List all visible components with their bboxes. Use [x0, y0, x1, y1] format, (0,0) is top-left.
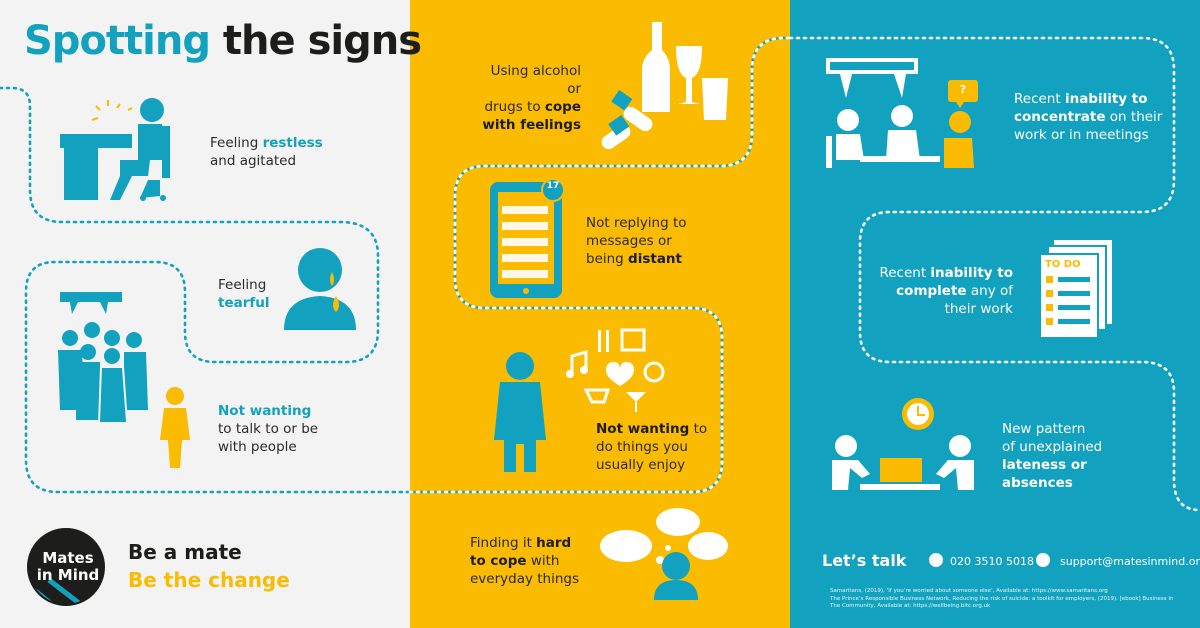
sign-enjoy: Not wanting to do things you usually enj…	[596, 420, 707, 474]
complete-line2b: any of	[966, 283, 1013, 299]
right-panel	[790, 0, 1200, 628]
restless-post: and agitated	[210, 153, 297, 169]
concentrate-line2b: on their	[1105, 109, 1163, 125]
tagline-2: Be the change	[128, 568, 290, 592]
cope-line1b: hard	[536, 535, 572, 551]
alcohol-line2b: cope	[544, 99, 581, 115]
lonely-person-icon	[160, 387, 190, 468]
replying-line3b: distant	[628, 251, 683, 267]
bottle-glasses-icon	[642, 22, 728, 120]
replying-line3a: being	[586, 251, 629, 267]
crowd-icon	[58, 292, 148, 425]
sign-tearful: Feeling tearful	[218, 276, 270, 312]
enjoy-emph: Not wanting	[596, 421, 690, 437]
sign-lateness: New pattern of unexplained lateness or a…	[1002, 420, 1102, 492]
title-part-1: Spotting	[24, 18, 211, 64]
not-talk-line3: with people	[218, 439, 297, 455]
sign-complete: Recent inability to complete any of thei…	[876, 264, 1013, 318]
complete-line2a: complete	[896, 283, 967, 299]
complete-line1b: inability to	[930, 265, 1013, 281]
sign-cope: Finding it hard to cope with everyday th…	[470, 534, 579, 588]
lateness-line2: of unexplained	[1002, 439, 1103, 455]
tearful-emph: tearful	[218, 295, 270, 311]
question-badge: ?	[959, 83, 967, 96]
title-part-2: the signs	[222, 18, 422, 64]
reference-2: The Prince’s Responsible Business Networ…	[830, 596, 1174, 609]
page-title: Spotting the signs	[24, 18, 422, 64]
concentrate-line1a: Recent	[1014, 91, 1065, 107]
enjoy-line2: do things you	[596, 439, 688, 455]
replying-line2: messages or	[586, 233, 672, 249]
contact-email[interactable]: support@matesinmind.org	[1060, 555, 1200, 568]
sign-replying: Not replying to messages or being distan…	[586, 214, 687, 268]
complete-line1a: Recent	[879, 265, 931, 281]
contact-heading: Let’s talk	[822, 551, 907, 570]
enjoy-line1-post: to	[689, 421, 708, 437]
tearful-face-icon	[284, 248, 356, 330]
alcohol-line2a: drugs to	[484, 99, 545, 115]
mates-in-mind-logo: Mates in Mind	[27, 528, 105, 606]
lateness-line4: absences	[1002, 475, 1073, 491]
complete-line3: their work	[944, 301, 1013, 317]
lateness-line1: New pattern	[1002, 421, 1086, 437]
replying-line1: Not replying to	[586, 215, 687, 231]
meeting-icon	[826, 58, 978, 168]
sign-alcohol: Using alcohol or drugs to cope with feel…	[476, 62, 581, 134]
thought-clouds-icon	[600, 508, 728, 600]
reference-1: Samaritans, (2019), ‘If you’re worried a…	[830, 588, 1108, 594]
concentrate-line2a: concentrate	[1014, 109, 1106, 125]
restless-pre: Feeling	[210, 135, 263, 151]
enjoy-line3: usually enjoy	[596, 457, 686, 473]
alcohol-line1: Using alcohol or	[490, 63, 581, 97]
cope-line2b: with	[526, 553, 560, 569]
sign-concentrate: Recent inability to concentrate on their…	[1014, 90, 1162, 144]
tablet-messages-icon	[490, 178, 565, 298]
logo-stripes	[32, 578, 85, 604]
not-talk-emph: Not wanting	[218, 403, 312, 419]
standing-person-icon	[494, 352, 546, 472]
sign-restless: Feeling restless and agitated	[210, 134, 323, 170]
logo-line1: Mates	[42, 549, 94, 567]
hobbies-icon	[566, 328, 665, 412]
contact-phone[interactable]: 020 3510 5018	[950, 555, 1034, 568]
message-badge: 17	[546, 181, 560, 191]
desk-worker-icon	[60, 98, 170, 201]
tearful-pre: Feeling	[218, 277, 267, 293]
sign-not-talk: Not wanting to talk to or be with people	[218, 402, 318, 456]
not-talk-line2: to talk to or be	[218, 421, 319, 437]
restless-emph: restless	[262, 135, 323, 151]
email-icon	[1036, 553, 1050, 567]
tagline-1: Be a mate	[128, 540, 242, 564]
logo-line2: in Mind	[36, 566, 100, 584]
lateness-line3: lateness or	[1002, 457, 1087, 473]
clock-meeting-icon	[832, 398, 974, 490]
todo-label: TO DO	[1045, 259, 1081, 270]
concentrate-line1b: inability to	[1064, 91, 1148, 107]
todo-list-icon	[1039, 240, 1112, 339]
phone-icon	[929, 553, 943, 567]
cope-line1a: Finding it	[470, 535, 537, 551]
concentrate-line3: work or in meetings	[1014, 127, 1149, 143]
cope-line2a: to cope	[470, 553, 527, 569]
pills-icon	[601, 89, 653, 150]
cope-line3: everyday things	[470, 571, 580, 587]
alcohol-line3: with feelings	[482, 117, 581, 133]
